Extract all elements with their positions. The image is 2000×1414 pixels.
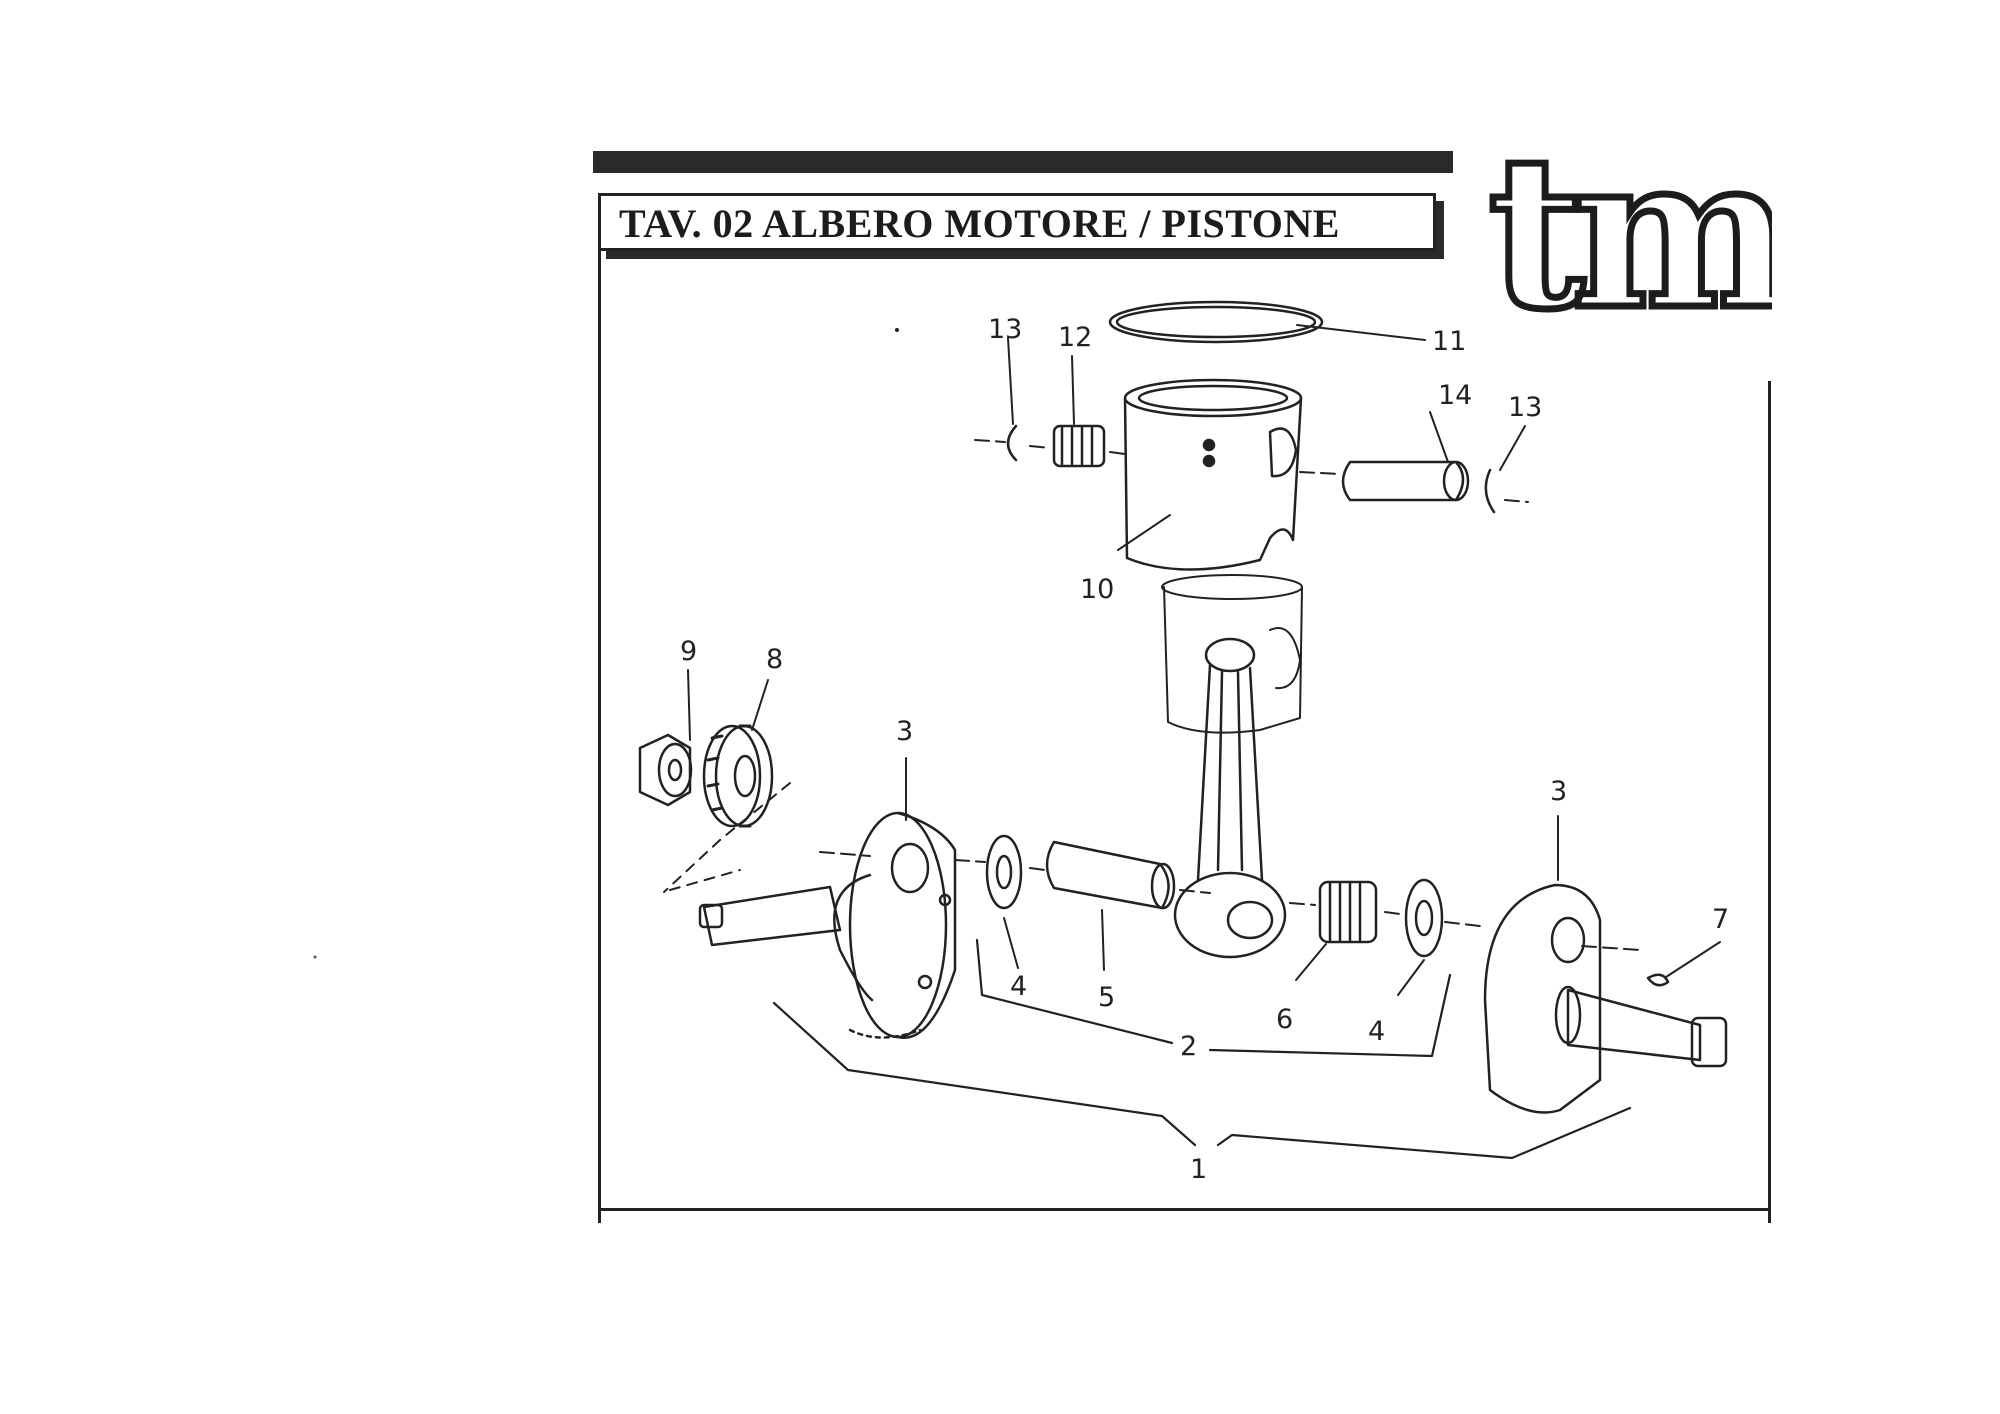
piston-assembled-outline xyxy=(1161,574,1303,734)
callout-11: 11 xyxy=(1432,326,1466,357)
connecting-rod xyxy=(1173,637,1287,959)
big-end-bearing xyxy=(1318,880,1378,944)
crank-pin xyxy=(1045,840,1176,910)
callout-14: 14 xyxy=(1438,380,1472,411)
callout-13-left: 13 xyxy=(988,314,1022,345)
thrust-washer-left xyxy=(985,834,1023,910)
callout-4-right: 4 xyxy=(1368,1016,1385,1047)
page-title: TAV. 02 ALBERO MOTORE / PISTONE xyxy=(619,201,1340,246)
tm-logo: tm xyxy=(1488,146,1772,324)
piston xyxy=(1123,378,1303,571)
crankshaft-left-half xyxy=(698,811,957,1040)
small-end-bearing xyxy=(1052,424,1106,468)
crankshaft-right-half xyxy=(1483,883,1728,1114)
leader-lines xyxy=(687,324,1721,996)
frame-bottom-border xyxy=(598,1208,1771,1211)
callout-12: 12 xyxy=(1058,322,1092,353)
callout-5: 5 xyxy=(1098,982,1115,1013)
callout-1: 1 xyxy=(1190,1154,1207,1185)
callout-labels: 1 2 3 3 4 4 5 6 7 8 9 10 11 12 13 13 14 xyxy=(680,314,1729,1185)
wrist-pin xyxy=(1341,460,1470,502)
thrust-washer-right xyxy=(1404,878,1444,958)
bracket-1 xyxy=(772,1001,1632,1160)
circlip-left xyxy=(1006,424,1018,462)
callout-3-left: 3 xyxy=(896,716,913,747)
bracket-2 xyxy=(975,938,1452,1058)
gear-nut xyxy=(638,733,693,807)
logo-text: tm xyxy=(1488,146,1772,324)
callout-6: 6 xyxy=(1276,1004,1293,1035)
callout-2: 2 xyxy=(1180,1031,1197,1062)
callout-3-right: 3 xyxy=(1550,776,1567,807)
callout-13-right: 13 xyxy=(1508,392,1542,423)
callout-7: 7 xyxy=(1712,904,1729,935)
header-bar xyxy=(593,151,1453,173)
frame-left-border xyxy=(598,245,601,1223)
callout-4-left: 4 xyxy=(1010,971,1027,1002)
piston-ring xyxy=(1108,300,1324,344)
callout-10: 10 xyxy=(1080,574,1114,605)
title-box: TAV. 02 ALBERO MOTORE / PISTONE xyxy=(598,193,1436,251)
gear-primary xyxy=(702,724,774,828)
callout-9: 9 xyxy=(680,636,697,667)
frame-right-border xyxy=(1768,381,1771,1223)
callout-8: 8 xyxy=(766,644,783,675)
circlip-right xyxy=(1484,468,1496,514)
woodruff-key xyxy=(1646,973,1670,987)
